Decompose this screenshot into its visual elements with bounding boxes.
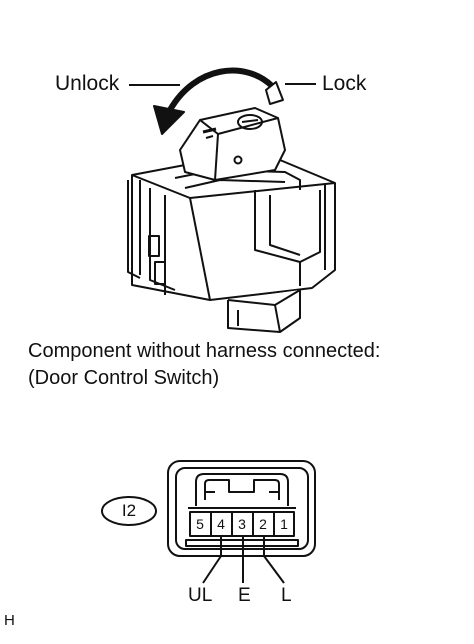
caption-line-1: Component without harness connected: <box>28 340 381 362</box>
terminal-leader-ul <box>202 536 222 584</box>
pin-number: 4 <box>217 516 225 532</box>
component-caption: Component without harness connected: (Do… <box>28 338 380 392</box>
terminal-label-e: E <box>238 585 251 606</box>
lock-label: Lock <box>322 72 367 95</box>
pin-number: 2 <box>259 516 267 532</box>
pin-number: 1 <box>280 516 288 532</box>
unlock-label: Unlock <box>55 72 120 95</box>
switch-body <box>127 159 336 333</box>
caption-line-2: (Door Control Switch) <box>28 367 220 389</box>
pin-number: 3 <box>238 516 246 532</box>
terminal-leader-l <box>263 536 285 584</box>
pin-number: 5 <box>196 516 204 532</box>
figure-code: H <box>4 612 15 629</box>
connector-id: I2 <box>121 501 137 520</box>
terminal-label-ul: UL <box>188 585 213 606</box>
rotation-arrow <box>153 67 284 135</box>
connector-face <box>167 460 316 557</box>
connector-id-oval <box>101 496 157 526</box>
terminal-label-l: L <box>281 585 292 606</box>
switch-knob <box>179 107 286 181</box>
